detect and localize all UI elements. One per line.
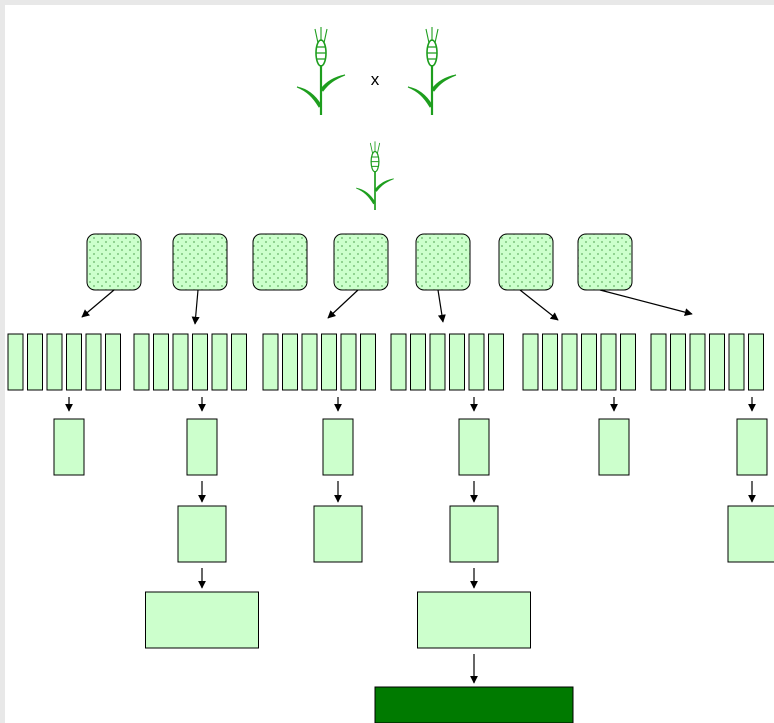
stage-box-medium: [727, 505, 774, 563]
arrows: [65, 289, 756, 684]
row-strip: [468, 333, 485, 391]
row-strip: [66, 333, 82, 391]
row-strip: [27, 333, 43, 391]
seed-squares: [86, 233, 633, 291]
row-strip: [728, 333, 745, 391]
seed-square: [498, 233, 554, 291]
row-strip: [262, 333, 279, 391]
seed-square: [86, 233, 142, 291]
row-strip: [600, 333, 617, 391]
stage-box-final: [374, 686, 574, 723]
cross-symbol: x: [371, 70, 380, 89]
seed-arrow: [519, 289, 559, 321]
offspring-plant: [355, 140, 395, 211]
plants: [295, 25, 458, 211]
row-strip: [581, 333, 597, 391]
seed-arrow: [599, 289, 693, 317]
row-strip: [620, 333, 636, 391]
stage-box-small: [458, 418, 490, 476]
seed-arrow: [191, 289, 200, 325]
seed-arrow: [437, 289, 446, 323]
row-strip: [410, 333, 426, 391]
row-strip: [172, 333, 189, 391]
seed-arrow: [327, 289, 359, 319]
row-strip: [231, 333, 247, 391]
row-strip: [449, 333, 465, 391]
row-strips: [7, 333, 764, 391]
row-strip: [390, 333, 407, 391]
row-strip: [748, 333, 764, 391]
row-strip: [360, 333, 376, 391]
seed-square: [252, 233, 308, 291]
stage-box-medium: [449, 505, 499, 563]
row-strip: [46, 333, 63, 391]
row-strip: [709, 333, 725, 391]
row-strip: [542, 333, 558, 391]
row-strip: [522, 333, 539, 391]
stage-box-wide: [417, 591, 531, 649]
seed-square: [577, 233, 633, 291]
stage-box-small: [598, 418, 630, 476]
row-strip: [561, 333, 578, 391]
row-strip: [488, 333, 504, 391]
row-strip: [689, 333, 706, 391]
row-strip: [153, 333, 169, 391]
row-strip: [211, 333, 228, 391]
row-strip: [282, 333, 298, 391]
selection-stages: [53, 418, 774, 723]
stage-box-small: [186, 418, 218, 476]
row-strip: [301, 333, 318, 391]
row-strip: [340, 333, 357, 391]
stage-box-wide: [145, 591, 259, 649]
row-strip: [85, 333, 102, 391]
row-strip: [429, 333, 446, 391]
row-strip: [192, 333, 208, 391]
diagram-canvas: x: [5, 5, 774, 723]
row-strip: [133, 333, 150, 391]
row-strip: [105, 333, 121, 391]
row-strip: [321, 333, 337, 391]
stage-box-small: [53, 418, 85, 476]
stage-box-small: [736, 418, 768, 476]
stage-box-medium: [177, 505, 227, 563]
parent-plant-2: [406, 25, 458, 117]
stage-box-medium: [313, 505, 363, 563]
seed-square: [333, 233, 389, 291]
stage-box-small: [322, 418, 354, 476]
row-strip: [670, 333, 686, 391]
row-strip: [7, 333, 24, 391]
breeding-diagram: x: [7, 25, 774, 723]
seed-square: [415, 233, 471, 291]
seed-arrow: [81, 289, 115, 318]
parent-plant-1: [295, 25, 347, 117]
seed-square: [172, 233, 228, 291]
row-strip: [650, 333, 667, 391]
